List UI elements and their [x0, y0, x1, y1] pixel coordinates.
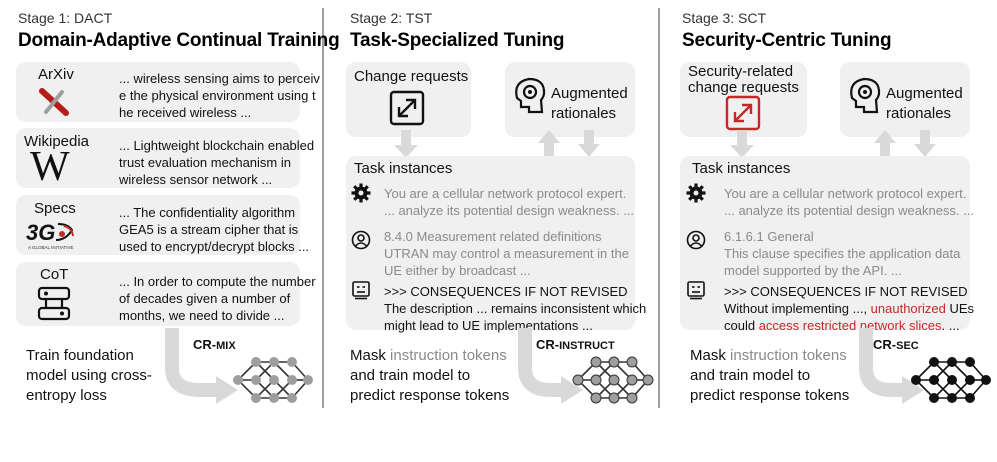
arrow-up-stage3 — [874, 130, 896, 158]
gear-icon — [351, 183, 371, 203]
stage1-description: Train foundation model using cross- entr… — [26, 347, 152, 404]
divider-2 — [658, 8, 660, 408]
stage3-title: Security-Centric Tuning — [682, 30, 892, 51]
source-card-cot — [16, 262, 300, 326]
curved-arrow-stage3 — [859, 328, 924, 404]
response-text-stage3: >>> CONSEQUENCES IF NOT REVISED Without … — [724, 284, 975, 333]
curved-arrow-stage2 — [518, 328, 583, 404]
neural-network-icon-stage3 — [911, 357, 991, 403]
task-instances-card-stage2 — [346, 156, 635, 330]
task-instances-title-stage3: Task instances — [692, 160, 791, 177]
security-change-requests-label: Security-related change requests — [688, 63, 799, 96]
augmented-rationales-label: Augmented rationales — [551, 85, 628, 122]
robot-face-icon — [352, 281, 370, 300]
task-instances-card-stage3 — [680, 156, 970, 330]
input-text-stage3: 6.1.6.1 General This clause specifies th… — [724, 229, 961, 278]
security-change-requests-box — [680, 62, 807, 137]
stage1-label: Stage 1: DACT — [18, 10, 113, 26]
brain-gear-icon-stage3 — [850, 77, 881, 114]
expand-icon — [389, 90, 425, 126]
arxiv-icon — [39, 88, 69, 116]
user-icon — [351, 230, 371, 250]
source-label-cot: CoT — [40, 266, 69, 283]
augmented-rationales-box — [505, 62, 635, 137]
model-name-cr-mix: CR-MIX — [193, 337, 236, 352]
robot-face-icon-stage3 — [687, 281, 705, 300]
arrow-down-aug-stage3 — [914, 130, 936, 157]
change-requests-label: Change requests — [354, 68, 469, 85]
3gpp-logo: 3G A GLOBAL INITIATIVE — [26, 220, 74, 250]
highlight-access-restricted: access restricted network slices — [758, 318, 942, 333]
stage3-description: Mask instruction tokens and train model … — [690, 347, 850, 404]
curved-arrow-stage1 — [165, 328, 238, 404]
instruction-text-stage2: You are a cellular network protocol expe… — [384, 186, 635, 218]
stage2-title: Task-Specialized Tuning — [350, 30, 565, 51]
input-text-stage2: 8.4.0 Measurement related definitions UT… — [384, 229, 629, 278]
source-card-wikipedia — [16, 128, 300, 188]
stage3-label: Stage 3: SCT — [682, 10, 767, 26]
user-icon-stage3 — [686, 230, 706, 250]
svg-text:A GLOBAL INITIATIVE: A GLOBAL INITIATIVE — [28, 245, 74, 250]
wikipedia-icon: W — [30, 144, 70, 190]
brain-gear-icon — [515, 77, 546, 114]
expand-icon-red — [725, 95, 761, 131]
divider-1 — [322, 8, 324, 408]
task-instances-title-stage2: Task instances — [354, 160, 453, 177]
source-text-cot: ... In order to compute the number of de… — [119, 274, 316, 323]
highlight-unauthorized: unauthorized — [870, 301, 946, 316]
stage2-description: Mask instruction tokens and train model … — [350, 347, 510, 404]
arrow-up-stage2 — [538, 130, 560, 158]
arrow-down-change-stage2 — [394, 130, 418, 158]
augmented-rationales-label-stage3: Augmented rationales — [886, 85, 963, 122]
arrow-down-aug-stage2 — [578, 130, 600, 157]
flow-icon — [37, 286, 71, 321]
source-text-specs: ... The confidentiality algorithm GEA5 i… — [119, 205, 310, 254]
source-label-wikipedia: Wikipedia — [24, 133, 90, 150]
neural-network-icon-stage2 — [572, 356, 654, 404]
neural-network-icon-stage1 — [233, 357, 313, 403]
arrow-down-change-stage3 — [730, 130, 754, 158]
response-text-stage2: >>> CONSEQUENCES IF NOT REVISED The desc… — [384, 284, 647, 333]
model-name-cr-sec: CR-SEC — [873, 337, 919, 352]
augmented-rationales-box-stage3 — [840, 62, 970, 137]
source-label-specs: Specs — [34, 200, 76, 217]
stage1-title: Domain-Adaptive Continual Training — [18, 30, 340, 51]
source-label-arxiv: ArXiv — [38, 66, 74, 83]
svg-text:3G: 3G — [26, 220, 55, 245]
source-text-arxiv: ... wireless sensing aims to perceiv e t… — [119, 71, 320, 120]
source-text-wikipedia: ... Lightweight blockchain enabled trust… — [119, 138, 315, 187]
model-name-cr-instruct: CR-INSTRUCT — [536, 337, 615, 352]
gear-icon-stage3 — [686, 183, 706, 203]
instruction-text-stage3: You are a cellular network protocol expe… — [724, 186, 975, 218]
stage2-label: Stage 2: TST — [350, 10, 433, 26]
